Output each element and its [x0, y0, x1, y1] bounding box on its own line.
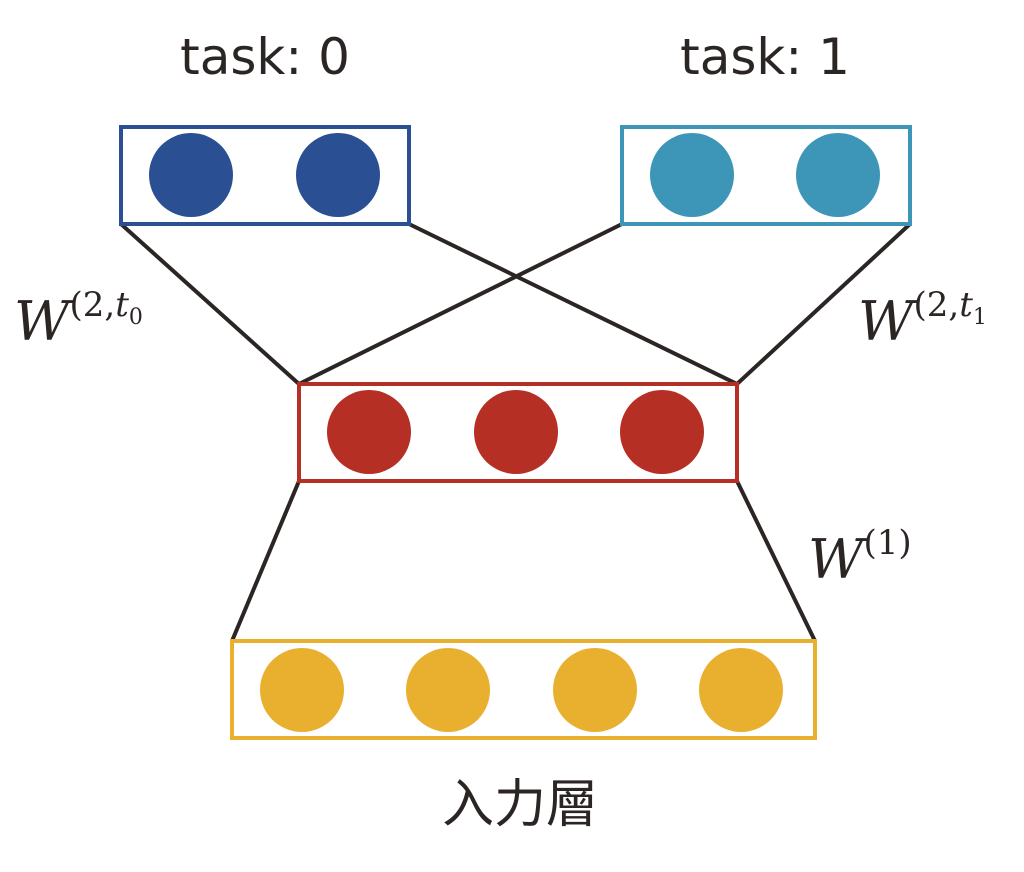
link-task0-left [119, 222, 301, 386]
task1-layer-box [620, 125, 912, 226]
hidden-node [620, 390, 704, 474]
input-node [260, 648, 344, 732]
weight-task0-base: W [14, 290, 74, 353]
task0-output-layer [119, 125, 411, 226]
input-node [553, 648, 637, 732]
weight-task1-base: W [858, 290, 918, 353]
hidden-layer [297, 382, 739, 483]
weight-task0-sup-t: t [115, 285, 129, 325]
input-layer-label: 入力層 [442, 775, 598, 835]
task1-label: task: 1 [680, 28, 850, 86]
weight-label-w1: W(1) [808, 523, 912, 591]
input-node [699, 648, 783, 732]
task0-node [296, 133, 380, 217]
link-hidden-input-left [230, 480, 301, 642]
hidden-node [327, 390, 411, 474]
weight-task0-sup-open: (2, [70, 285, 116, 325]
input-node [406, 648, 490, 732]
task0-node [149, 133, 233, 217]
task1-node [650, 133, 734, 217]
weight-label-task1: W(2,t1 [858, 285, 987, 353]
weight-label-task0: W(2,t0 [14, 285, 143, 353]
link-task0-right [408, 222, 738, 386]
link-hidden-input-right [735, 480, 817, 642]
input-layer-box [230, 639, 817, 740]
link-task1-left [298, 222, 623, 386]
input-layer [230, 639, 817, 740]
hidden-node [474, 390, 558, 474]
connections [119, 222, 912, 642]
weight-w1-sup: (1) [864, 523, 912, 563]
task0-layer-box [119, 125, 411, 226]
weight-task1-sup-t: t [959, 285, 973, 325]
task1-node [796, 133, 880, 217]
link-task1-right [735, 222, 912, 386]
weight-task1-sup-sub: 1 [973, 305, 987, 330]
weight-w1-base: W [808, 528, 868, 591]
weight-task0-sup-sub: 0 [129, 305, 143, 330]
weight-task1-sup-open: (2, [914, 285, 960, 325]
hidden-layer-box [297, 382, 739, 483]
task1-output-layer [620, 125, 912, 226]
task0-label: task: 0 [180, 28, 350, 86]
